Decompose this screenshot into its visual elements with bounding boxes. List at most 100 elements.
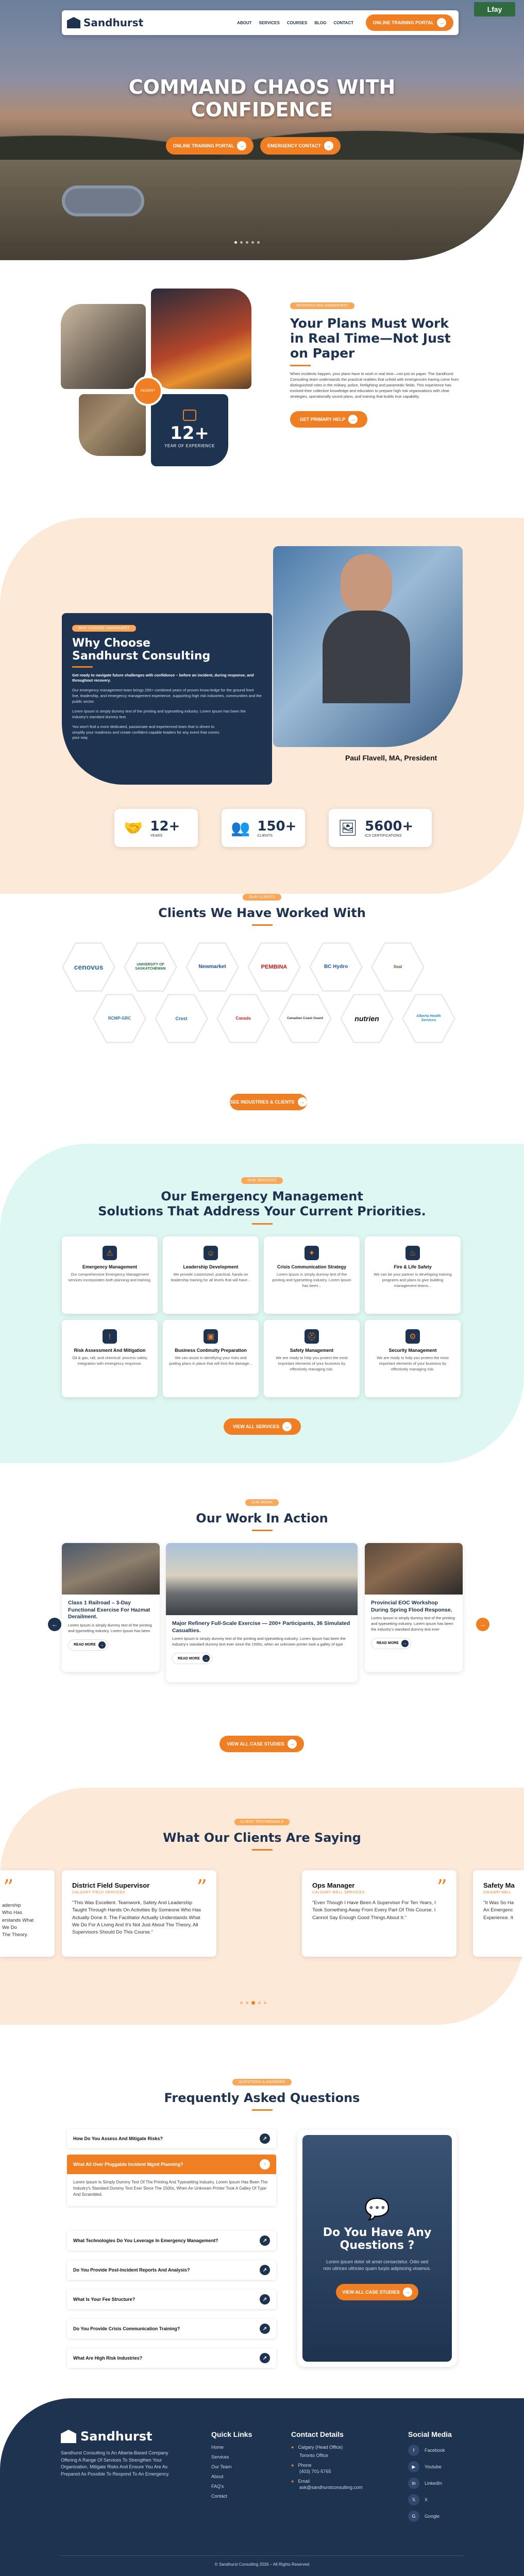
faq-question: What Is Your Fee Structure?	[73, 2297, 136, 2302]
why-title: Why Choose Sandhurst Consulting	[72, 637, 211, 663]
experience-label: YEAR OF EXPERIENCE	[164, 444, 215, 448]
testimonial-dots[interactable]	[240, 2001, 266, 2005]
client-logo-newmarket: Newmarket	[185, 940, 239, 994]
read-more-button[interactable]: READ MORE→	[68, 1639, 108, 1651]
faq-item[interactable]: Do You Provide Crisis Communication Trai…	[67, 2319, 276, 2338]
footer-link-contact[interactable]: Contact	[211, 2494, 228, 2499]
x-icon: 𝕏	[408, 2494, 419, 2505]
slider-dot[interactable]	[246, 241, 248, 244]
location-icon: ●	[291, 2445, 294, 2450]
services-view-all-button[interactable]: VIEW ALL SERVICES→	[224, 1418, 301, 1435]
hero-slider-dots[interactable]	[234, 241, 260, 244]
title-underline	[251, 1530, 273, 1531]
work-desc: Lorem Ipsum is simply dummy text of the …	[371, 1616, 455, 1632]
header-portal-button[interactable]: ONLINE TRAINING PORTAL→	[366, 14, 453, 31]
slider-dot[interactable]	[246, 2002, 248, 2004]
faq-cta-title: Do You Have Any Questions ?	[302, 2226, 452, 2252]
chat-question-icon: 💬	[364, 2198, 390, 2221]
hero-title-line1: COMMAND CHAOS WITH	[128, 76, 396, 98]
nav-about[interactable]: ABOUT	[237, 20, 252, 25]
faq-item[interactable]: What Are High Risk Industries?↗	[67, 2348, 276, 2368]
hero-portal-button[interactable]: ONLINE TRAINING PORTAL→	[166, 137, 253, 155]
slider-dot[interactable]	[240, 241, 243, 244]
footer-brand[interactable]: Sandhurst	[80, 2429, 153, 2444]
slider-dot-active[interactable]	[251, 2001, 255, 2005]
testimonial-name: Ops Manager	[312, 1882, 355, 1889]
slider-dot[interactable]	[264, 2002, 266, 2004]
read-more-button[interactable]: READ MORE→	[371, 1637, 411, 1649]
hero-emergency-button[interactable]: EMERGENCY CONTACT→	[260, 137, 341, 155]
faq-item[interactable]: How Do You Assess And Mitigate Risks?↗	[67, 2129, 276, 2148]
footer-email-label: Email	[298, 2479, 310, 2484]
slider-dot[interactable]	[257, 241, 260, 244]
faq-cta-title-line1: Do You Have Any	[323, 2226, 432, 2239]
work-view-all-button[interactable]: VIEW ALL CASE STUDIES→	[219, 1736, 304, 1752]
why-tag: WHY CHOOSE SANDHURST	[72, 625, 136, 632]
testimonial-card-peek-left: ” adership Who Has erstands What We Do T…	[0, 1870, 55, 1957]
work-card-refinery[interactable]: Major Refinery Full-Scale Exercise — 200…	[166, 1543, 358, 1682]
brand-name[interactable]: Sandhurst	[83, 16, 144, 29]
footer-link-team[interactable]: Our Team	[211, 2464, 232, 2469]
email-icon: ●	[291, 2479, 294, 2484]
footer-link-services[interactable]: Services	[211, 2454, 229, 2460]
testimonials-header: CLIENT TESTIMONIALS What Our Clients Are…	[0, 1816, 524, 1851]
hero-raft	[62, 185, 144, 216]
logo-icon[interactable]	[61, 2430, 76, 2443]
nav-blog[interactable]: BLOG	[314, 20, 327, 25]
arrow-right-icon: →	[297, 1097, 307, 1107]
read-more-button[interactable]: READ MORE→	[172, 1653, 212, 1665]
faq-open-header[interactable]: What All Over Pluggable Incident Mgmt Pl…	[67, 2155, 276, 2174]
chevron-icon: ↗	[260, 2133, 270, 2144]
footer-phone-value[interactable]: (403) 701-5765	[299, 2469, 331, 2474]
chevron-icon: ↗	[260, 2353, 270, 2363]
about-tag: INTRODUCING SANDHURST	[290, 302, 355, 309]
social-label: Youtube	[425, 2464, 442, 2469]
faq-item-open[interactable]: What All Over Pluggable Incident Mgmt Pl…	[67, 2155, 276, 2206]
slider-dot[interactable]	[258, 2002, 261, 2004]
testimonial-name: Safety Ma	[483, 1882, 515, 1889]
faq-item[interactable]: What Technologies Do You Leverage In Eme…	[67, 2231, 276, 2250]
logo-icon[interactable]	[67, 17, 80, 28]
work-next-button[interactable]: →	[476, 1618, 489, 1631]
slider-dot[interactable]	[234, 241, 237, 244]
slider-dot[interactable]	[240, 2002, 243, 2004]
work-card-railroad[interactable]: Class 1 Railroad – 3-Day Functional Exer…	[62, 1543, 160, 1672]
title-underline	[72, 666, 93, 668]
work-card-eoc[interactable]: Provincial EOC Workshop During Spring Fl…	[365, 1543, 463, 1672]
faq-item[interactable]: What Is Your Fee Structure?↗	[67, 2290, 276, 2309]
nav-courses[interactable]: COURSES	[286, 20, 308, 25]
slider-dot[interactable]	[251, 241, 254, 244]
clients-industries-button[interactable]: SEE INDUSTRIES & CLIENTS→	[230, 1094, 307, 1110]
about-help-button[interactable]: GET PRIMARY HELP→	[290, 411, 367, 428]
work-title: Major Refinery Full-Scale Exercise — 200…	[172, 1620, 350, 1634]
faq-cta-button[interactable]: VIEW ALL CASE STUDIES→	[336, 2283, 418, 2300]
footer-email-value[interactable]: ask@sandhurstconsulting.com	[299, 2485, 363, 2490]
nav-contact[interactable]: CONTACT	[333, 20, 353, 25]
faq-cta-button-label: VIEW ALL CASE STUDIES	[342, 2289, 400, 2295]
faq-question: Do You Provide Crisis Communication Trai…	[73, 2326, 180, 2331]
footer-link-about[interactable]: About	[211, 2474, 224, 2479]
footer-link-faq[interactable]: FAQ's	[211, 2484, 224, 2489]
nav-services[interactable]: SERVICES	[259, 20, 280, 25]
chevron-icon: ↗	[260, 2265, 270, 2275]
footer-link-home[interactable]: Home	[211, 2445, 224, 2450]
risk-icon: !	[103, 1329, 117, 1344]
faq-item[interactable]: Do You Provide Post-Incident Reports And…	[67, 2260, 276, 2280]
social-youtube[interactable]: ▶Youtube	[408, 2461, 480, 2472]
work-prev-button[interactable]: ←	[48, 1618, 61, 1631]
service-desc: We are ready to help you protect the mos…	[377, 1355, 449, 1371]
social-label: X	[425, 2497, 428, 2502]
service-title: Emergency Management	[82, 1264, 138, 1269]
